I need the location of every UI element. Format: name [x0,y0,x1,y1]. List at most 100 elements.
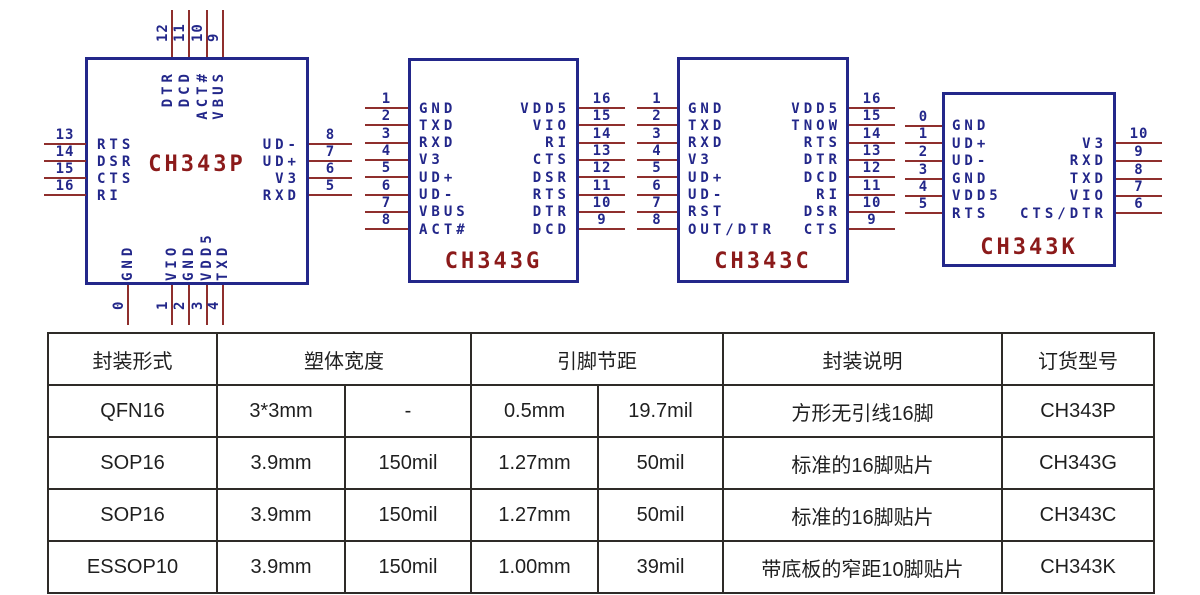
pin: 14 [579,127,625,144]
pin-line [309,177,352,179]
pin: 13 [579,144,625,161]
table-cell: 150mil [344,436,472,490]
pin-line [579,176,625,178]
table-cell: 3.9mm [216,540,346,594]
pin-line [206,10,208,57]
pin-label-column: UD- UD+ V3 RXD [170,137,300,205]
pin: 7 [365,196,408,213]
pin-number: 11 [862,178,882,194]
pin: 5 [309,179,352,196]
pin-label: VIO [532,117,570,134]
pin: 7 [1116,180,1162,197]
table-cell: 1.27mm [470,488,599,542]
table-cell: ESSOP10 [47,540,218,594]
pin: 3 [637,127,677,144]
pin-label: DSR [97,153,135,170]
pin-line [905,142,942,144]
pin-number: 12 [862,160,882,176]
table-cell: 150mil [344,540,472,594]
table-cell: 1.00mm [470,540,599,594]
pin-line [849,124,895,126]
pin-number: 14 [862,126,882,142]
pin-number: 9 [206,32,222,42]
pin-label: UD+ [952,135,990,152]
pin: 0 [905,110,942,127]
pin: 13 [44,128,86,145]
pin-label: UD+ [688,169,726,186]
pin-line [206,285,208,325]
pin-number: 10 [190,23,206,42]
package-table: 封装形式 塑体宽度 引脚节距 封装说明 订货型号 QFN16 3*3mm - 0… [47,332,1155,594]
pin-number: 3 [652,126,662,142]
chip-title: CH343K [980,235,1078,260]
pin: 6 [1116,197,1162,214]
pin-number: 10 [592,195,612,211]
table-header-cell: 订货型号 [1001,332,1155,386]
pin-label: TNOW [791,117,841,134]
pin-label: TXD [1069,170,1107,187]
pin: 2 [637,109,677,126]
pin-line [1116,142,1162,144]
chip-body [85,57,309,285]
table-cell: 19.7mil [597,384,724,438]
pin-number: 8 [652,212,662,228]
table-header-cell: 封装说明 [722,332,1003,386]
table-row: SOP16 3.9mm 150mil 1.27mm 50mil 标准的16脚贴片… [47,436,1155,490]
pin-label: VDD5 [199,231,215,281]
pin-label: DCD [177,70,193,108]
pin-label: VDD5 [520,100,570,117]
pin-line [849,194,895,196]
table-cell: CH343K [1001,540,1155,594]
pin-number: 4 [652,143,662,159]
pin-label: OUT/DTR [688,221,776,238]
table-cell: 50mil [597,488,724,542]
pin-label: UD- [262,136,300,153]
pin: 15 [849,109,895,126]
pin: 9 [1116,145,1162,162]
pin-number: 6 [652,178,662,194]
pin-number: 5 [918,196,929,212]
table-cell: 50mil [597,436,724,490]
pin-number: 1 [155,300,171,310]
pin: 5 [365,161,408,178]
pin-line [637,228,677,230]
table-cell: 1.27mm [470,436,599,490]
pin-number: 2 [652,108,662,124]
pin-label: DTR [160,70,176,108]
pin-number: 5 [381,160,392,176]
pin: 1 [365,92,408,109]
pin-number: 10 [862,195,882,211]
pin-line [637,107,677,109]
pin-number: 0 [111,300,127,310]
table-header-row: 封装形式 塑体宽度 引脚节距 封装说明 订货型号 [47,332,1155,386]
pin-label: TXD [215,243,231,281]
pin-line [637,176,677,178]
pin-line [365,124,408,126]
pin-number: 6 [381,178,392,194]
pin-line [579,124,625,126]
pin-label: UD+ [419,169,457,186]
pin-label: V3 [1082,135,1107,152]
pin-label-column: VDD5 VIO RI CTS DSR RTS DTR DCD [440,101,570,239]
pin: 2 [365,109,408,126]
table-cell: 3.9mm [216,436,346,490]
table-cell: QFN16 [47,384,218,438]
pin-line [365,159,408,161]
pin-label: ACT# [195,70,211,120]
pin-line [849,107,895,109]
pin-line [579,159,625,161]
pin: 6 [637,179,677,196]
table-cell: 39mil [597,540,724,594]
pin-number: 13 [862,143,882,159]
pin: 9 [579,213,625,230]
pin-number: 9 [597,212,607,228]
chip-body [408,58,579,283]
pin-label: ACT# [419,221,469,238]
pin-line [365,211,408,213]
table-cell: 带底板的窄距10脚贴片 [722,540,1003,594]
pin: 8 [637,213,677,230]
pin-label: VIO [1069,188,1107,205]
pin-line [905,178,942,180]
pin-line [309,160,352,162]
